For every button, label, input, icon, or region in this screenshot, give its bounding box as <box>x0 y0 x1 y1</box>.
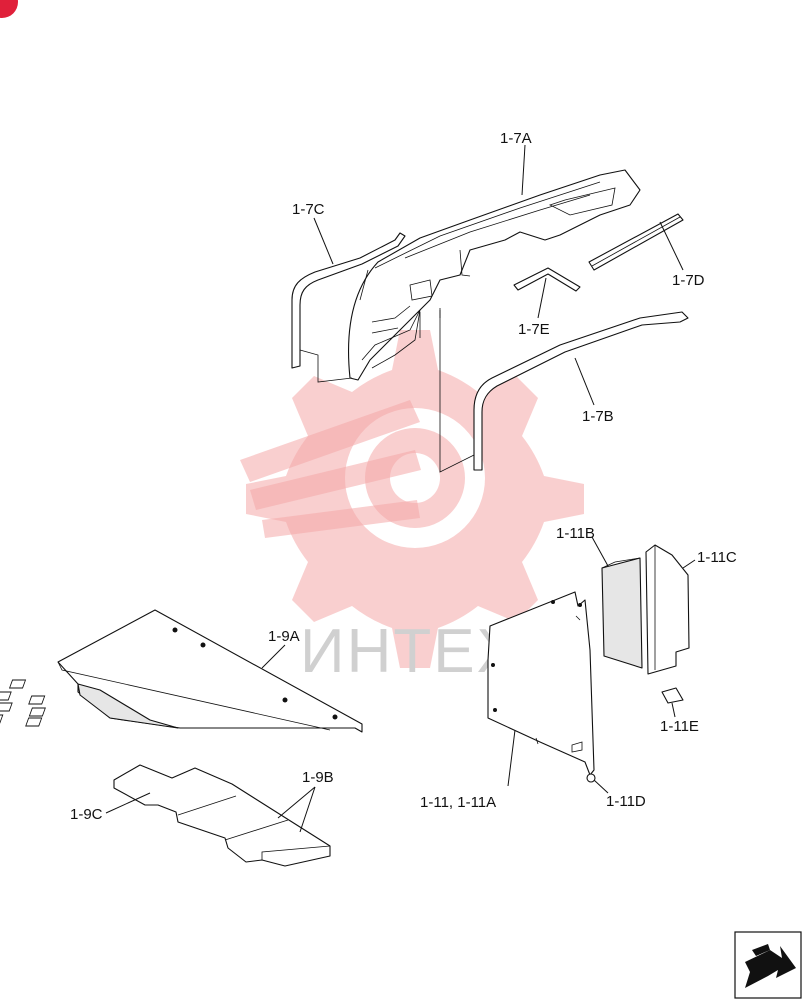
label-1-11D: 1-11D <box>606 793 646 810</box>
part-1-7A-dash-panel <box>347 169 641 381</box>
part-1-11B-pad <box>601 557 643 669</box>
label-1-7B: 1-7B <box>582 408 614 425</box>
label-1-7A: 1-7A <box>500 130 532 147</box>
part-1-7C-seal <box>291 232 406 369</box>
next-page-arrow-icon[interactable] <box>734 931 802 999</box>
watermark-logo <box>240 330 584 668</box>
part-1-9A-floor-panel <box>0 609 363 733</box>
label-1-9A: 1-9A <box>268 628 300 645</box>
watermark-text: ИНТЕХ <box>300 617 520 686</box>
label-1-9C: 1-9C <box>70 806 103 823</box>
label-1-7D: 1-7D <box>672 272 705 289</box>
part-1-11E-pad <box>661 687 684 704</box>
label-1-11C: 1-11C <box>697 549 737 566</box>
part-1-11C-pad <box>645 544 690 675</box>
part-1-9B-floor-mats <box>113 764 331 867</box>
label-1-9B: 1-9B <box>302 769 334 786</box>
floor-grille <box>0 679 46 727</box>
part-1-11-side-panel <box>487 591 595 776</box>
label-1-11E: 1-11E <box>660 718 699 735</box>
part-1-7E-bracket <box>513 267 581 292</box>
corner-badge <box>0 0 18 18</box>
label-1-7C: 1-7C <box>292 201 325 218</box>
label-1-7E: 1-7E <box>518 321 550 338</box>
part-1-7B-seal <box>473 311 689 471</box>
part-1-11D-clip <box>586 773 596 783</box>
label-1-11B: 1-11B <box>556 525 595 542</box>
label-1-11: 1-11, 1-11A <box>420 794 496 811</box>
part-1-7D-strip <box>588 213 684 271</box>
assembly-guides <box>299 308 475 473</box>
